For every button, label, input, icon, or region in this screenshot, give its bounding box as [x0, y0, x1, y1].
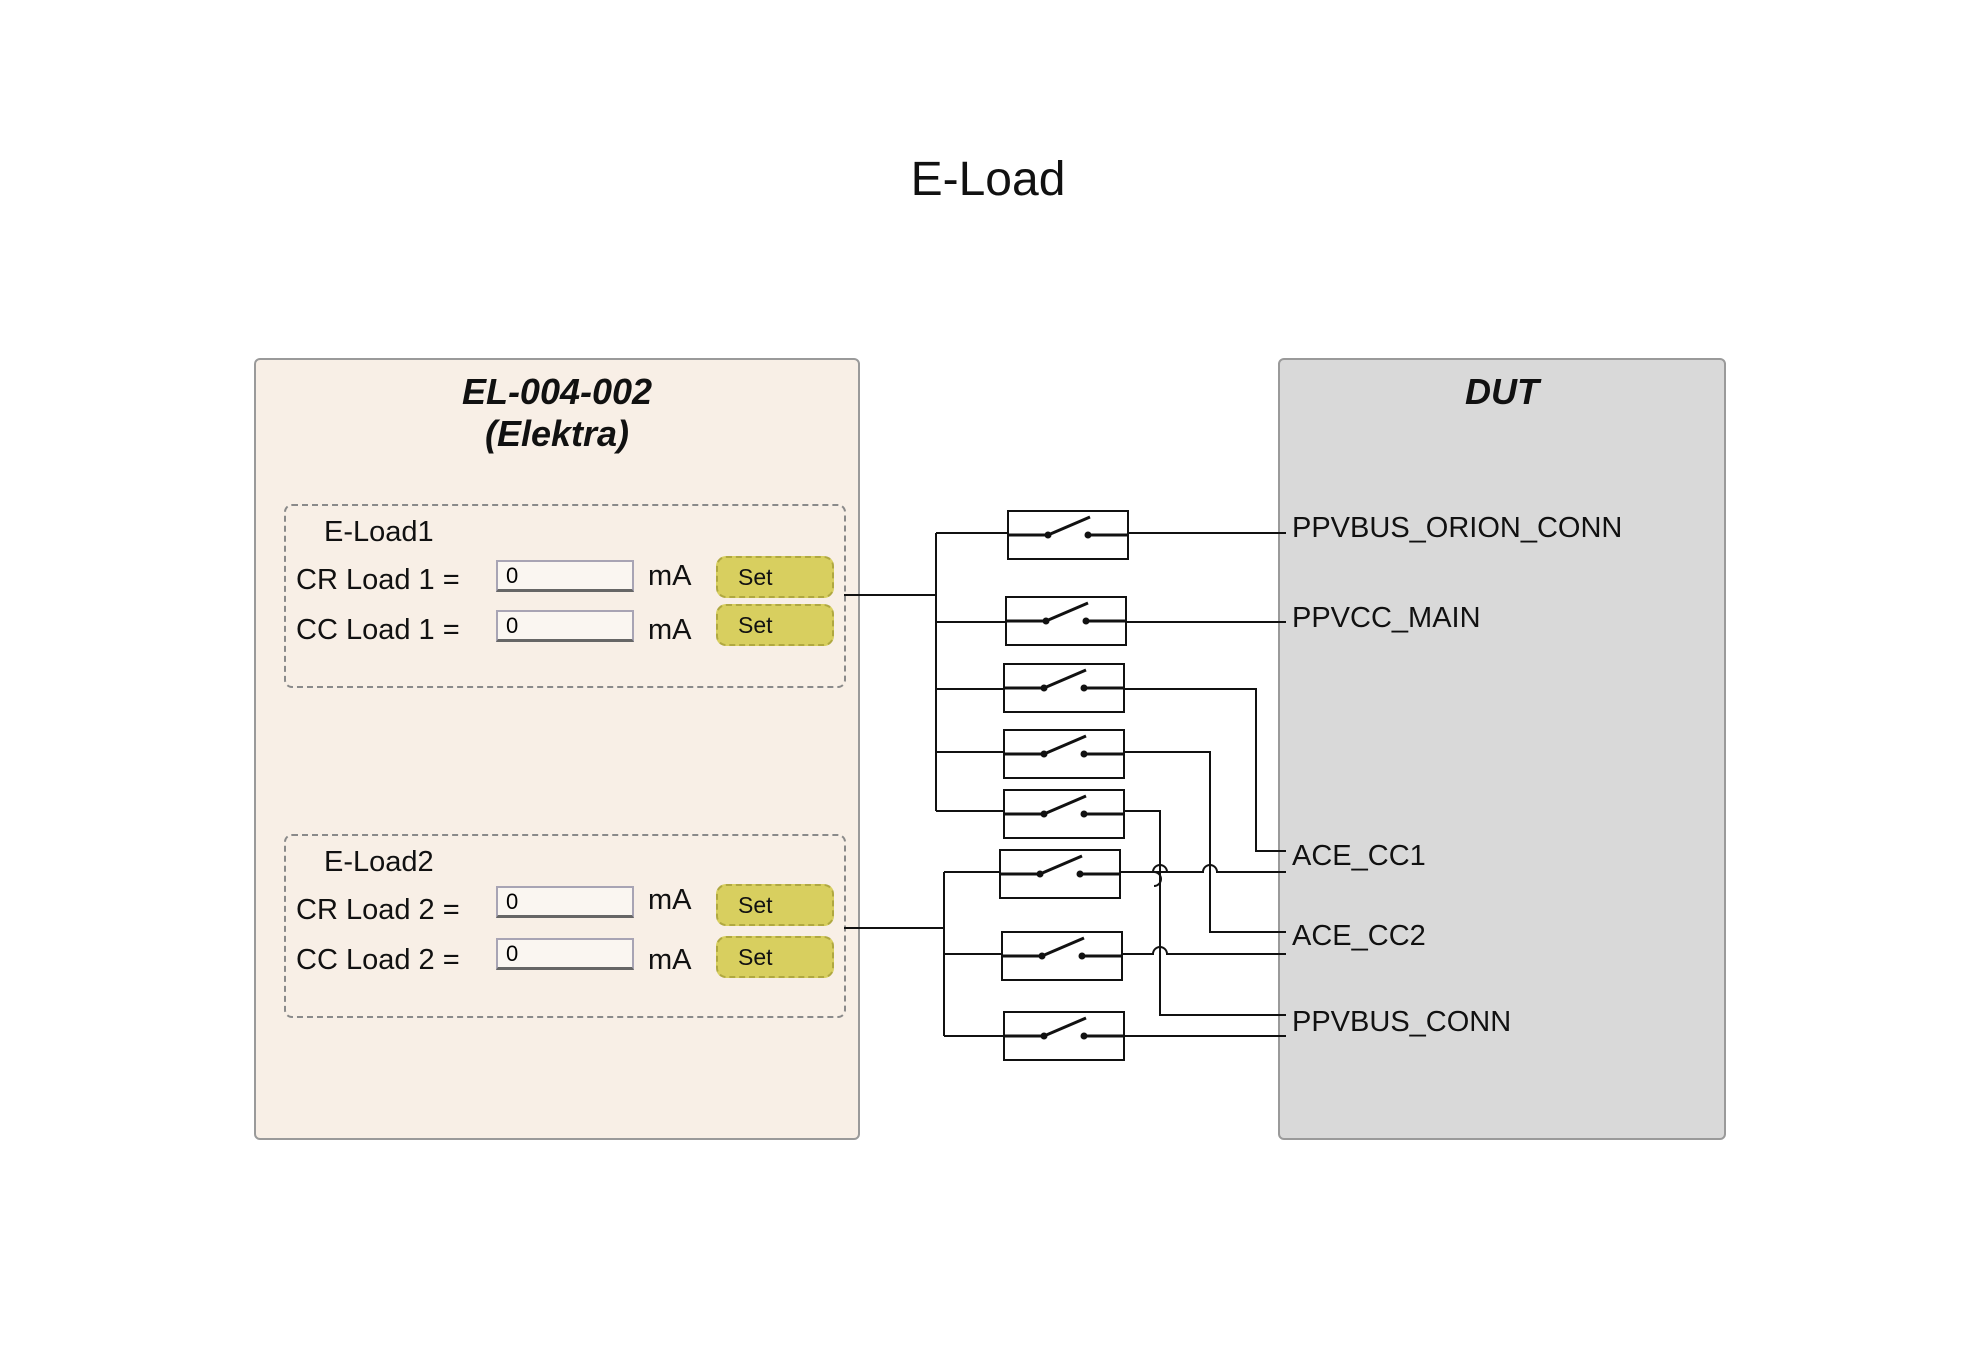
- relay-group: [999, 510, 1129, 1061]
- cr-load1-unit: mA: [648, 560, 692, 592]
- cc-load1-label: CC Load 1 =: [296, 614, 460, 646]
- cc-load2-input[interactable]: [496, 938, 634, 970]
- eload1-label: E-Load1: [324, 516, 434, 548]
- relay-switch-icon: [999, 849, 1121, 899]
- instrument-subtitle: (Elektra): [484, 413, 630, 454]
- cc-load1-set-button[interactable]: Set: [716, 604, 834, 646]
- cr-load1-label: CR Load 1 =: [296, 564, 460, 596]
- net-ppvbus-conn: PPVBUS_CONN: [1292, 1006, 1512, 1038]
- cr-load2-unit: mA: [648, 884, 692, 916]
- net-ace-cc2: ACE_CC2: [1292, 920, 1426, 952]
- relay-switch-icon: [1001, 931, 1123, 981]
- eload2-label: E-Load2: [324, 846, 434, 878]
- cc-load1-input[interactable]: [496, 610, 634, 642]
- relay-switch-icon: [1005, 596, 1127, 646]
- relay-switch-icon: [1007, 510, 1129, 560]
- relay-switch-icon: [1003, 663, 1125, 713]
- net-ppvcc-main: PPVCC_MAIN: [1292, 602, 1481, 634]
- net-ace-cc1: ACE_CC1: [1292, 840, 1426, 872]
- cc-load2-unit: mA: [648, 944, 692, 976]
- net-ppvbus-orion-conn: PPVBUS_ORION_CONN: [1292, 512, 1623, 544]
- relay-switch-icon: [1003, 1011, 1125, 1061]
- dut-title: DUT: [1465, 371, 1539, 412]
- cr-load1-set-button[interactable]: Set: [716, 556, 834, 598]
- relay-switch-icon: [1003, 729, 1125, 779]
- eload2-group: E-Load2 CR Load 2 = mA Set CC Load 2 = m…: [284, 834, 846, 1018]
- cr-load1-input[interactable]: [496, 560, 634, 592]
- cr-load2-set-button[interactable]: Set: [716, 884, 834, 926]
- cr-load2-input[interactable]: [496, 886, 634, 918]
- dut-connections: [1120, 532, 1286, 1037]
- instrument-name: EL-004-002: [461, 371, 653, 412]
- cr-load2-label: CR Load 2 =: [296, 894, 460, 926]
- cc-load2-label: CC Load 2 =: [296, 944, 460, 976]
- cc-load1-unit: mA: [648, 614, 692, 646]
- eload1-bus: [844, 532, 1008, 812]
- eload2-bus: [844, 871, 1004, 1037]
- dut-panel: DUT PPVBUS_ORION_CONN PPVCC_MAIN ACE_CC1…: [1278, 358, 1726, 1140]
- instrument-panel: EL-004-002 (Elektra) E-Load1 CR Load 1 =…: [254, 358, 860, 1140]
- relay-switch-icon: [1003, 789, 1125, 839]
- page-title: E-Load: [910, 153, 1066, 206]
- cc-load2-set-button[interactable]: Set: [716, 936, 834, 978]
